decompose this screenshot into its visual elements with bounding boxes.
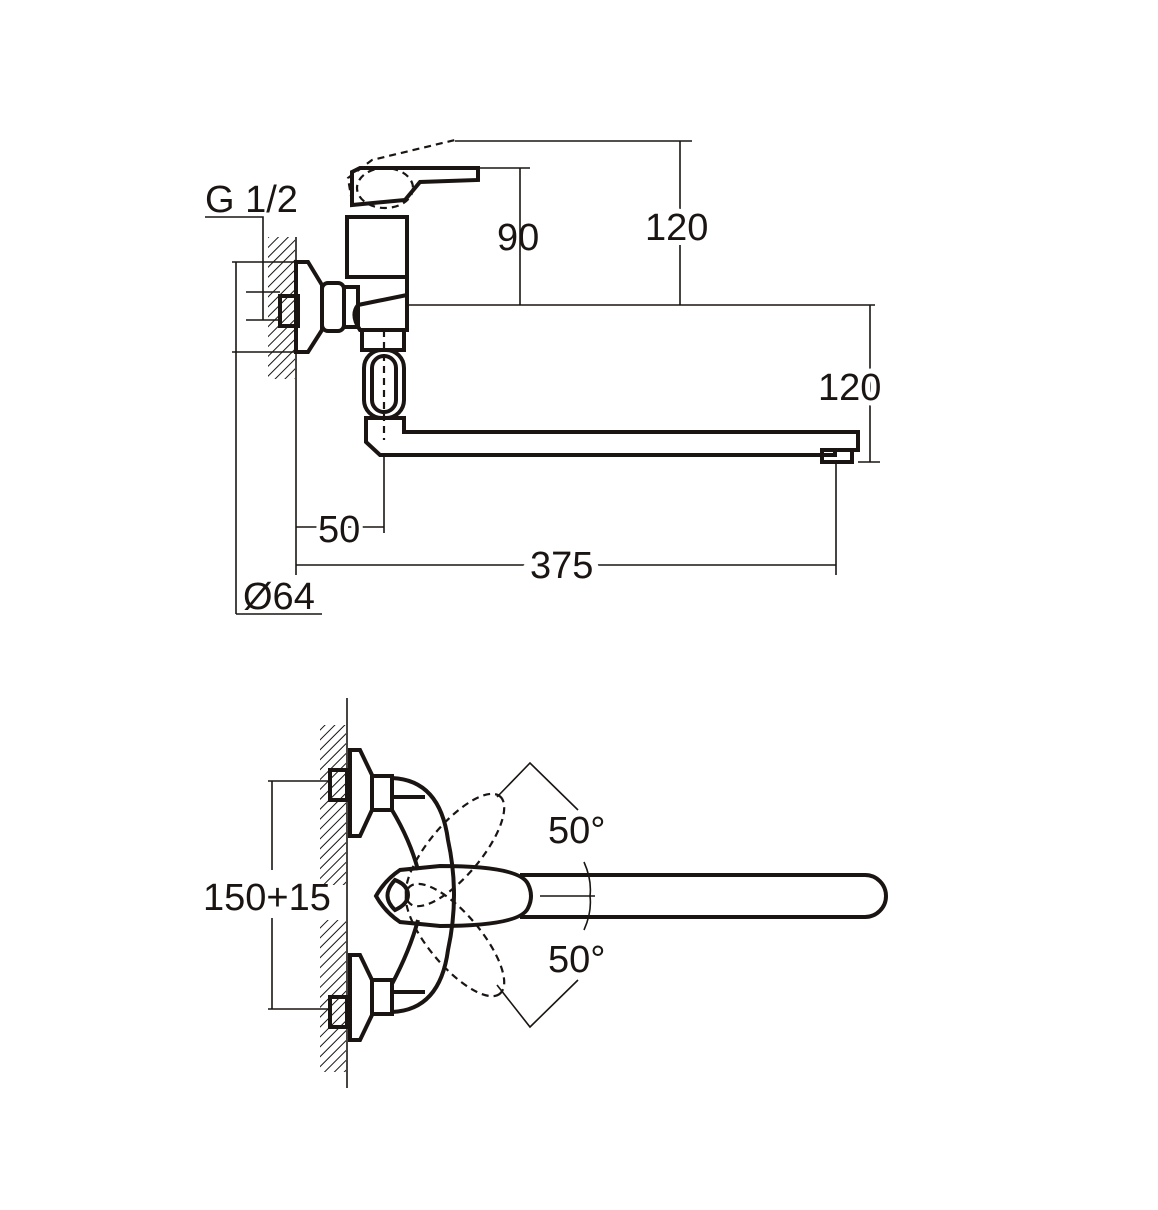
spout: [364, 416, 860, 457]
body-cartridge: [345, 215, 409, 279]
aerator: [820, 448, 854, 464]
angle-arc-down: [496, 979, 579, 1029]
dim-120-right-label: 120: [818, 367, 881, 409]
angle-arc-center: [583, 861, 592, 931]
eccentric-upper: [328, 768, 349, 802]
lever-rotated-down-dashed: [404, 882, 506, 998]
body-outline: [391, 776, 456, 1014]
lever-cap: [385, 877, 411, 913]
wall-hatch-upper: [320, 725, 346, 885]
lever-pivot-dashed: [355, 166, 415, 210]
flange-upper: [348, 748, 374, 838]
flange-lower: [348, 953, 374, 1042]
lever-raised-dashed: [346, 138, 456, 203]
lever-handle: [373, 863, 533, 929]
lever-handle: [350, 166, 480, 208]
top-view: 150+15 50° 50°: [203, 698, 888, 1088]
lever-rotated-up-dashed: [404, 792, 506, 908]
dim-90-label: 90: [497, 217, 539, 259]
side-view: G 1/2 90 120: [205, 138, 886, 618]
angle-up-label: 50°: [548, 810, 605, 852]
dim-64-label: Ø64: [243, 576, 315, 618]
thread-leader: [205, 216, 264, 320]
spout: [520, 873, 888, 919]
nut: [320, 281, 346, 333]
thread-label: G 1/2: [205, 179, 298, 221]
dim-120-top-label: 120: [645, 207, 708, 249]
dim-50-label: 50: [318, 509, 360, 551]
angle-arc-up: [496, 761, 579, 811]
dim-375-label: 375: [530, 545, 593, 587]
nut-upper: [370, 774, 394, 812]
angle-down-label: 50°: [548, 939, 605, 981]
nut-lower: [370, 978, 394, 1016]
dim-150-label: 150+15: [203, 877, 331, 919]
eccentric-lower: [328, 995, 349, 1029]
